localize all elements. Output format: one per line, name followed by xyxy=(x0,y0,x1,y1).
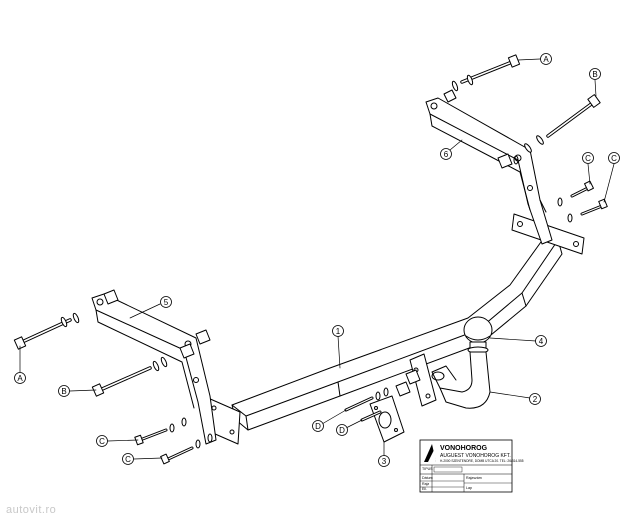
callouts: A B C C 6 5 A B xyxy=(14,53,620,467)
svg-text:A: A xyxy=(17,374,23,383)
svg-text:B: B xyxy=(592,70,597,79)
svg-text:6: 6 xyxy=(444,150,449,159)
bolt-set-c-right xyxy=(557,180,608,223)
callout-c-left-1: C xyxy=(96,435,108,447)
field-datum: Dátum xyxy=(422,476,433,480)
vonohorog-logo xyxy=(424,444,436,462)
svg-text:C: C xyxy=(611,154,617,163)
company-address: H-2000 SZENTENDRE, DOMB UTCA 20. TEL: 26… xyxy=(440,459,524,463)
svg-text:2: 2 xyxy=(533,395,538,404)
field-lap: Lap xyxy=(466,486,472,490)
callout-c-right-1: C xyxy=(582,152,594,164)
bolt-set-c-left xyxy=(134,417,213,465)
svg-text:C: C xyxy=(99,437,105,446)
callout-a-left: A xyxy=(14,372,26,384)
socket-plate xyxy=(369,353,437,443)
watermark: autovit.ro xyxy=(6,504,56,516)
callout-part-1: 1 xyxy=(332,325,344,337)
bolt-set-d xyxy=(344,369,421,422)
leader-lines xyxy=(19,58,615,460)
right-side-arm xyxy=(425,97,553,245)
company-name: AUGUEST VONOHOROG KFT. xyxy=(440,453,511,459)
bolt-set-b-top xyxy=(497,94,601,169)
title-block: VONOHOROG AUGUEST VONOHOROG KFT. H-2000 … xyxy=(419,439,524,493)
callout-d-2: D xyxy=(336,424,348,436)
field-rajz: Rajz xyxy=(422,482,429,486)
callout-d-1: D xyxy=(312,420,324,432)
svg-text:D: D xyxy=(339,426,345,435)
svg-text:A: A xyxy=(543,55,549,64)
brand-name: VONOHOROG xyxy=(440,445,488,452)
callout-part-4: 4 xyxy=(535,335,547,347)
svg-text:4: 4 xyxy=(539,337,544,346)
callout-c-left-2: C xyxy=(122,453,134,465)
bolt-set-b-left xyxy=(91,329,211,397)
ball-neck xyxy=(431,351,491,409)
tow-ball xyxy=(463,316,493,354)
field-tipus: TIPUS xyxy=(422,467,433,471)
callout-c-right-2: C xyxy=(608,152,620,164)
svg-text:3: 3 xyxy=(382,457,387,466)
svg-text:C: C xyxy=(585,154,591,163)
svg-text:D: D xyxy=(315,422,321,431)
field-ell: Ell. xyxy=(422,487,427,491)
callout-part-2: 2 xyxy=(529,393,541,405)
svg-text:5: 5 xyxy=(164,298,169,307)
callout-b-top: B xyxy=(589,68,601,80)
svg-text:C: C xyxy=(125,455,131,464)
svg-text:B: B xyxy=(61,387,66,396)
callout-b-left: B xyxy=(58,385,70,397)
callout-part-5: 5 xyxy=(160,296,172,308)
callout-part-3: 3 xyxy=(378,455,390,467)
svg-text:1: 1 xyxy=(336,327,341,336)
field-rajzszam: Rajzszám xyxy=(466,476,482,480)
callout-a-top: A xyxy=(540,53,552,65)
left-side-arm xyxy=(91,293,217,445)
bolt-set-a-top xyxy=(443,54,521,103)
bolt-set-a-left xyxy=(13,289,119,350)
callout-part-6: 6 xyxy=(440,148,452,160)
